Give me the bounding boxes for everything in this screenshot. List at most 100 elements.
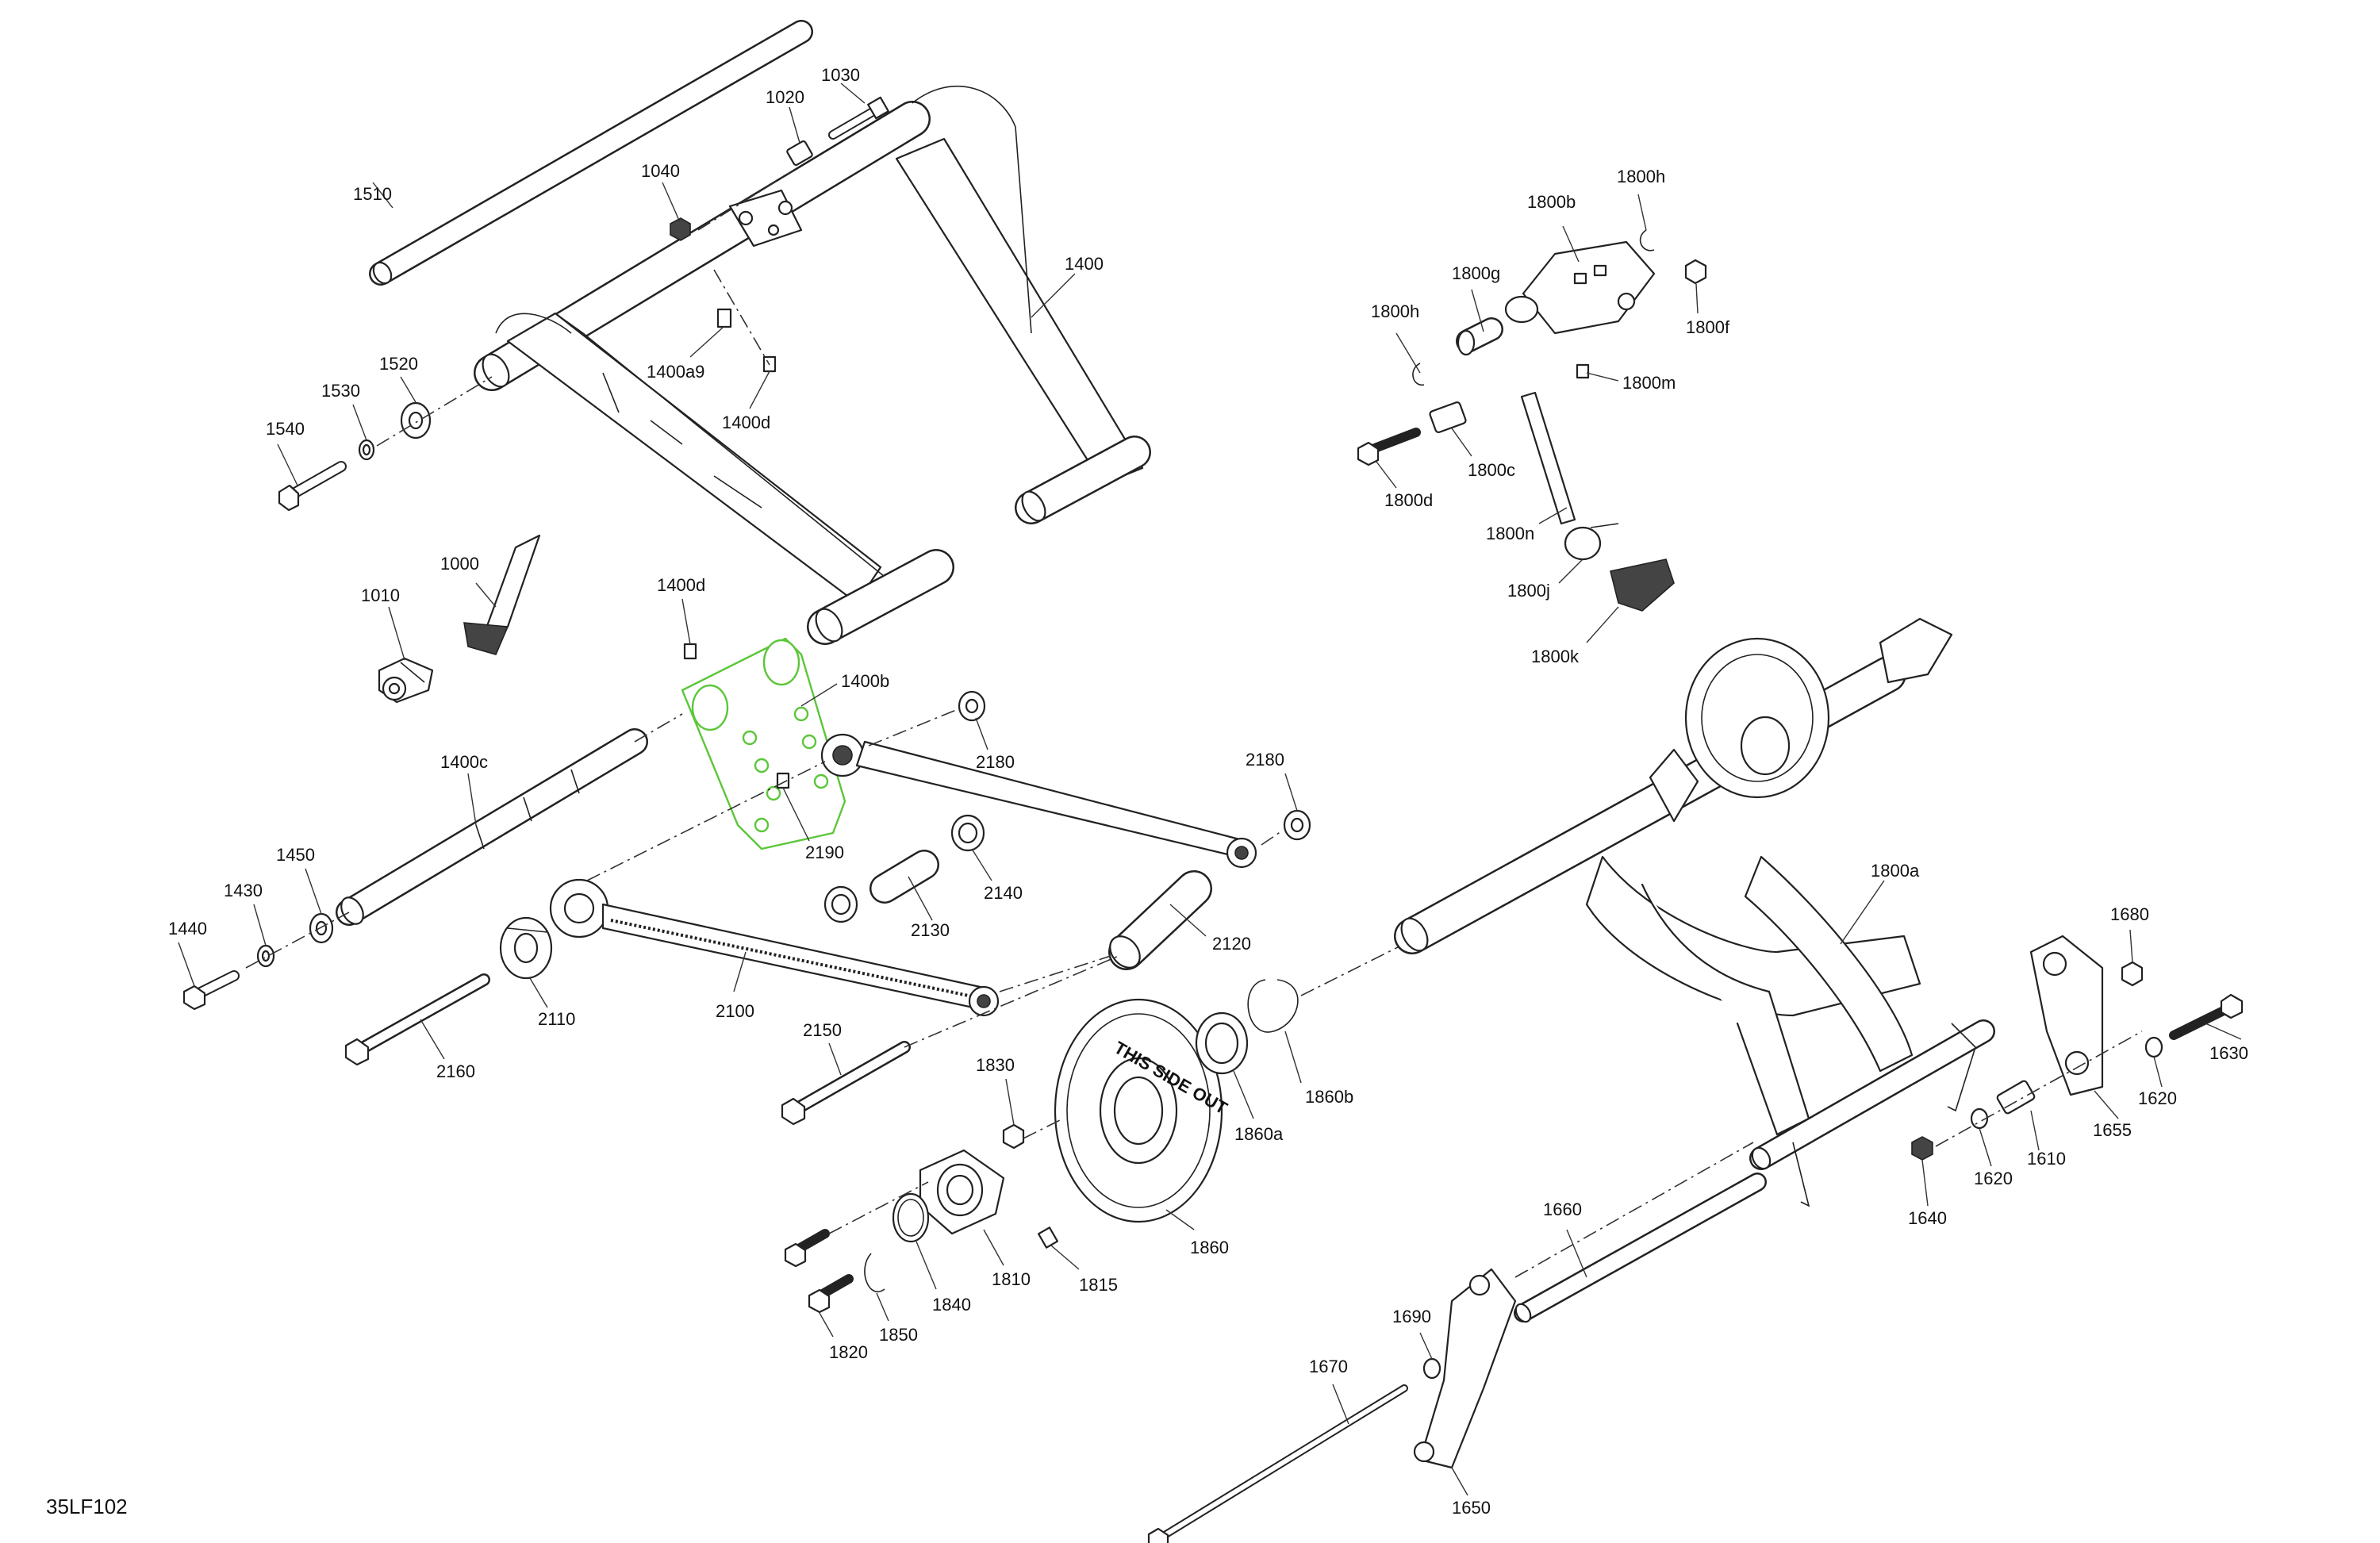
part-2180-nut-b[interactable] [1283, 809, 1311, 841]
callout-1010: 1010 [361, 585, 400, 605]
callout-2120: 2120 [1212, 934, 1251, 954]
part-2120-spacer[interactable] [1104, 870, 1212, 973]
part-2140-washer[interactable] [950, 814, 985, 852]
callout-1650: 1650 [1452, 1498, 1491, 1518]
callout-1430: 1430 [224, 881, 263, 900]
part-1690-washer[interactable] [1422, 1357, 1441, 1380]
part-1810-housing[interactable] [919, 1149, 1005, 1235]
part-1800k-knob[interactable] [1610, 558, 1675, 612]
part-2160-bolt[interactable] [344, 973, 490, 1066]
part-1850-snap-ring[interactable] [864, 1253, 885, 1292]
part-1800h-snap-ring-left[interactable] [1412, 363, 1425, 386]
part-2100-link[interactable] [549, 878, 1000, 1017]
part-1440-bolt[interactable] [182, 970, 240, 1011]
part-1815-fitting[interactable] [1037, 1226, 1059, 1249]
part-1860-idler-wheel[interactable]: THIS SIDE OUT [1054, 998, 1231, 1223]
callout-labels: 1510 1030 1020 1040 1400 1400a9 1400d 15… [168, 65, 2248, 1518]
callout-1030: 1030 [821, 65, 860, 85]
part-1510-rod[interactable] [369, 20, 813, 286]
callout-1660: 1660 [1543, 1199, 1582, 1219]
callout-1450: 1450 [276, 845, 315, 865]
part-1655-arm[interactable] [2029, 935, 2104, 1096]
callout-1840: 1840 [932, 1295, 971, 1315]
callout-1000: 1000 [440, 554, 479, 574]
part-1400-frame[interactable] [474, 85, 1151, 646]
part-1670-rod[interactable] [1147, 1384, 1408, 1543]
part-1000-lever[interactable] [463, 534, 541, 655]
callout-1800g: 1800g [1452, 263, 1500, 283]
callout-1810: 1810 [992, 1269, 1031, 1289]
callout-1640: 1640 [1908, 1208, 1947, 1228]
part-1400c-shaft[interactable] [336, 728, 648, 928]
part-1800h-snap-ring-top[interactable] [1639, 229, 1655, 251]
part-1450-washer[interactable] [309, 912, 334, 944]
part-1800n-shaft[interactable] [1520, 391, 1576, 525]
callout-1800j: 1800j [1507, 581, 1550, 601]
part-1650-arm[interactable] [1413, 1268, 1517, 1469]
part-1620-washer-a[interactable] [2144, 1036, 2163, 1058]
callout-1800h-top: 1800h [1617, 167, 1665, 186]
upper-link-rod[interactable] [820, 733, 1257, 869]
callout-2180-b: 2180 [1246, 750, 1284, 770]
callout-1400: 1400 [1065, 254, 1104, 274]
part-1030-bolt[interactable] [828, 96, 889, 140]
part-1800b-bracket[interactable] [1504, 240, 1656, 335]
callout-1800m: 1800m [1622, 373, 1676, 393]
callout-1690: 1690 [1392, 1307, 1431, 1326]
part-1800g-pin[interactable] [1456, 317, 1503, 356]
part-1860a-bearing[interactable] [1195, 1011, 1249, 1075]
part-1020-spacer[interactable] [786, 140, 813, 167]
part-1800j-collar[interactable] [1564, 523, 1619, 561]
callout-1400d-top: 1400d [722, 413, 770, 432]
part-1820-bolts[interactable] [784, 1229, 854, 1314]
part-1630-bolt[interactable] [2169, 993, 2244, 1040]
callout-1860: 1860 [1190, 1238, 1229, 1257]
callout-2100: 2100 [716, 1001, 754, 1021]
callout-1800f: 1800f [1686, 317, 1730, 337]
callout-1655: 1655 [2093, 1120, 2132, 1140]
leader-lines [178, 83, 2242, 1496]
callout-1530: 1530 [321, 381, 360, 401]
callout-1820: 1820 [829, 1342, 868, 1362]
part-1660-tube[interactable] [1513, 1173, 1767, 1324]
part-1010-clip[interactable] [378, 657, 434, 704]
part-2150-bolt[interactable] [781, 1041, 911, 1126]
callout-1815: 1815 [1079, 1275, 1118, 1295]
part-1040-nut[interactable] [670, 217, 691, 241]
part-1800m-fitting[interactable] [1576, 363, 1590, 379]
callout-2150: 2150 [803, 1020, 842, 1040]
callout-1440: 1440 [168, 919, 207, 938]
part-1400a9-fitting[interactable] [716, 308, 732, 328]
callout-2130: 2130 [911, 920, 950, 940]
part-1800a-swing-arm[interactable] [1394, 617, 1995, 1207]
part-1540-bolt[interactable] [278, 461, 347, 512]
callout-1850: 1850 [879, 1325, 918, 1345]
part-1610-spacer[interactable] [1996, 1080, 2036, 1115]
callout-1800d: 1800d [1384, 490, 1433, 510]
callout-1800a: 1800a [1871, 861, 1920, 881]
part-1430-washer[interactable] [256, 944, 275, 968]
callout-1400b: 1400b [841, 671, 889, 691]
part-1640-nut[interactable] [1911, 1136, 1933, 1161]
part-1800c-spacer[interactable] [1429, 401, 1467, 433]
callout-1020: 1020 [766, 87, 804, 107]
part-1400d-fitting-mid[interactable] [683, 643, 697, 660]
part-1400b-bracket[interactable] [681, 637, 846, 850]
front-arm-assembly [278, 20, 1151, 646]
callout-1800c: 1800c [1468, 460, 1515, 480]
callout-1520: 1520 [379, 354, 418, 374]
callout-1830: 1830 [976, 1055, 1015, 1075]
part-1830-nut[interactable] [1002, 1123, 1025, 1150]
callout-1620-b: 1620 [1974, 1169, 2013, 1188]
part-1840-ring[interactable] [892, 1192, 930, 1243]
part-1530-washer[interactable] [358, 439, 375, 461]
part-2110-bearing[interactable] [499, 916, 553, 980]
part-1520-bushing[interactable] [400, 401, 432, 439]
part-1680-nut[interactable] [2121, 961, 2144, 987]
part-1800d-bolt[interactable] [1357, 428, 1421, 466]
part-2180-nut-a[interactable] [958, 690, 986, 722]
part-1800f-nut[interactable] [1684, 259, 1707, 285]
part-2130-spacer[interactable] [823, 850, 939, 923]
part-1860b-snap-ring[interactable] [1247, 979, 1299, 1033]
